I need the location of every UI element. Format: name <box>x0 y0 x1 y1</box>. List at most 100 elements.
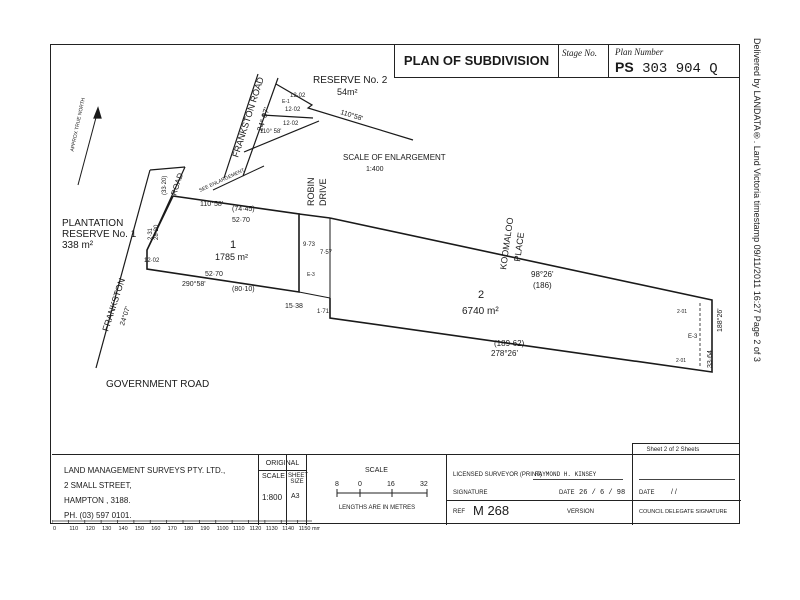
ruler-label: 150 <box>135 526 144 532</box>
frankston-road-line-top <box>223 73 259 179</box>
robin-drive-label-b: DRIVE <box>318 178 328 206</box>
dim-33-20: (33·20) <box>162 176 168 195</box>
robin-drive-bottom <box>298 291 331 299</box>
plan-prefix: PS <box>615 59 634 75</box>
see-enlargement: SEE ENLARGEMENT <box>198 167 245 193</box>
ruler-label: 1120 <box>250 526 262 532</box>
ruler-label: 170 <box>168 526 177 532</box>
bearing-98-26: 98°26' <box>531 270 554 279</box>
original-scale-cell: ORIGINAL SCALE 1:800 <box>258 455 307 525</box>
surveyor-label: LICENSED SURVEYOR (PRINT) <box>453 472 542 478</box>
dim-2-01a: 2·01 <box>677 309 687 315</box>
council-date-value: / / <box>671 489 677 496</box>
council-signature-label: COUNCIL DELEGATE SIGNATURE <box>639 509 728 515</box>
original-label: ORIGINAL <box>265 460 300 467</box>
dim-r-110-58b: 110° 58' <box>260 129 281 135</box>
sheet-count: Sheet 2 of 2 Sheets <box>631 443 740 455</box>
frankston-road-line-top-2 <box>242 77 279 177</box>
lot2-boundary <box>329 217 713 373</box>
sheet-size-value: A3 <box>291 493 300 500</box>
ref-label: REF <box>453 509 465 515</box>
date-value: 26 / 6 / 98 <box>579 489 626 497</box>
scale-bar: 8 0 16 32 <box>335 481 428 497</box>
council-cell: Sheet 2 of 2 Sheets DATE / / COUNCIL DEL… <box>631 443 741 525</box>
signature-label: SIGNATURE <box>453 490 488 496</box>
company-line1: LAND MANAGEMENT SURVEYS PTY. LTD., <box>64 466 226 475</box>
sheet-size-cell: SHEET SIZE A3 <box>286 455 308 525</box>
ruler-label: 120 <box>86 526 95 532</box>
date-label: DATE <box>559 490 575 496</box>
e1-label: E-1 <box>282 99 290 105</box>
stage-label: Stage No. <box>562 48 597 58</box>
dim-52-70a: 52·70 <box>232 217 250 224</box>
scale-tick-3: 32 <box>420 481 428 488</box>
ruler-label: 190 <box>200 526 209 532</box>
title-block: LAND MANAGEMENT SURVEYS PTY. LTD., 2 SMA… <box>52 443 741 525</box>
lengths-note: LENGTHS ARE IN METRES <box>338 505 416 511</box>
dim-r-12-02b: 12·02 <box>285 107 301 113</box>
sheet-value: 2 <box>663 447 668 453</box>
scale-tick-1: 0 <box>358 481 362 488</box>
north-label: APPROX TRUE NORTH <box>70 97 87 152</box>
robin-drive-top <box>298 213 331 219</box>
see-enlargement-leader <box>212 165 265 191</box>
dim-2-31: 2·31 <box>148 227 154 240</box>
lot1-number: 1 <box>230 239 236 251</box>
dim-15-38: 15·38 <box>285 303 303 310</box>
dim-186: (186) <box>533 281 552 290</box>
reserve2-area: 54m² <box>337 87 358 97</box>
sheet-label: Sheet <box>646 447 663 453</box>
ref-value: M 268 <box>473 503 510 518</box>
frankston-road-left-edge <box>95 169 151 369</box>
ruler-label: 1140 <box>282 526 294 532</box>
dim-33-64: 33·64 <box>707 350 714 368</box>
lot2-area: 6740 m² <box>462 306 499 317</box>
bearing-290-58: 290°58' <box>182 280 206 288</box>
dim-1-71: 1·71 <box>317 309 330 315</box>
surveyor-cell: LICENSED SURVEYOR (PRINT) RAYMOND H. KIN… <box>446 455 633 525</box>
ruler-label: 1110 <box>233 526 244 532</box>
koomaloo-label-b: PLACE <box>512 232 526 263</box>
government-road-label: GOVERNMENT ROAD <box>106 379 209 390</box>
company-line2: 2 SMALL STREET, <box>64 481 132 490</box>
sheet-border <box>50 44 740 524</box>
frankston-bearing-left: 24°07' <box>118 305 132 326</box>
dim-28-20: 28·20 <box>154 224 160 240</box>
e3-right: E-3 <box>688 334 698 340</box>
reserve1-area: 338 m² <box>62 240 94 251</box>
dim-r-12-02a: 12·02 <box>290 93 306 99</box>
dim-80-10: (80·10) <box>232 286 255 293</box>
bearing-188-26: 188°26' <box>716 308 724 332</box>
north-arrow-line <box>77 109 99 186</box>
robin-drive-label-a: ROBIN <box>306 177 316 206</box>
koomaloo-label-a: KOOMALOO <box>498 217 515 270</box>
bearing-110-58: 110°58' <box>200 200 223 208</box>
reserve2-label: RESERVE No. 2 <box>313 75 388 86</box>
dim-2-01b: 2·01 <box>676 358 686 364</box>
reserve2-base <box>243 120 320 153</box>
sheets-total: 2 <box>675 447 679 453</box>
ruler-label: 0 <box>53 526 56 532</box>
lot1-boundary <box>146 195 300 293</box>
frankston-road-top-cap <box>149 166 186 171</box>
e3-robin: E-3 <box>307 272 315 278</box>
ruler-label: 180 <box>184 526 193 532</box>
ruler-label: 140 <box>119 526 128 532</box>
scale-tick-2: 16 <box>387 481 395 488</box>
reserve2-boundary <box>275 83 414 141</box>
company-line4: PH. (03) 597 0101. <box>64 511 132 520</box>
scale-label: SCALE <box>262 473 285 480</box>
scale-bar-cell: SCALE 8 0 16 32 LENGTHS ARE IN METRES <box>306 455 446 525</box>
version-label: VERSION <box>567 509 595 515</box>
plan-number-label: Plan Number <box>615 47 664 57</box>
landata-stamp: Delivered by LANDATA®. Land Victoria tim… <box>752 38 762 362</box>
lot1-area: 1785 m² <box>215 252 248 262</box>
plan-number-box: Plan Number PS 303 904 Q <box>608 44 740 78</box>
dim-52-70b: 52·70 <box>205 271 223 278</box>
dim-9-73: 9·73 <box>303 242 316 248</box>
scale-value: 1:800 <box>262 493 283 502</box>
stage-number-box: Stage No. <box>558 44 608 78</box>
